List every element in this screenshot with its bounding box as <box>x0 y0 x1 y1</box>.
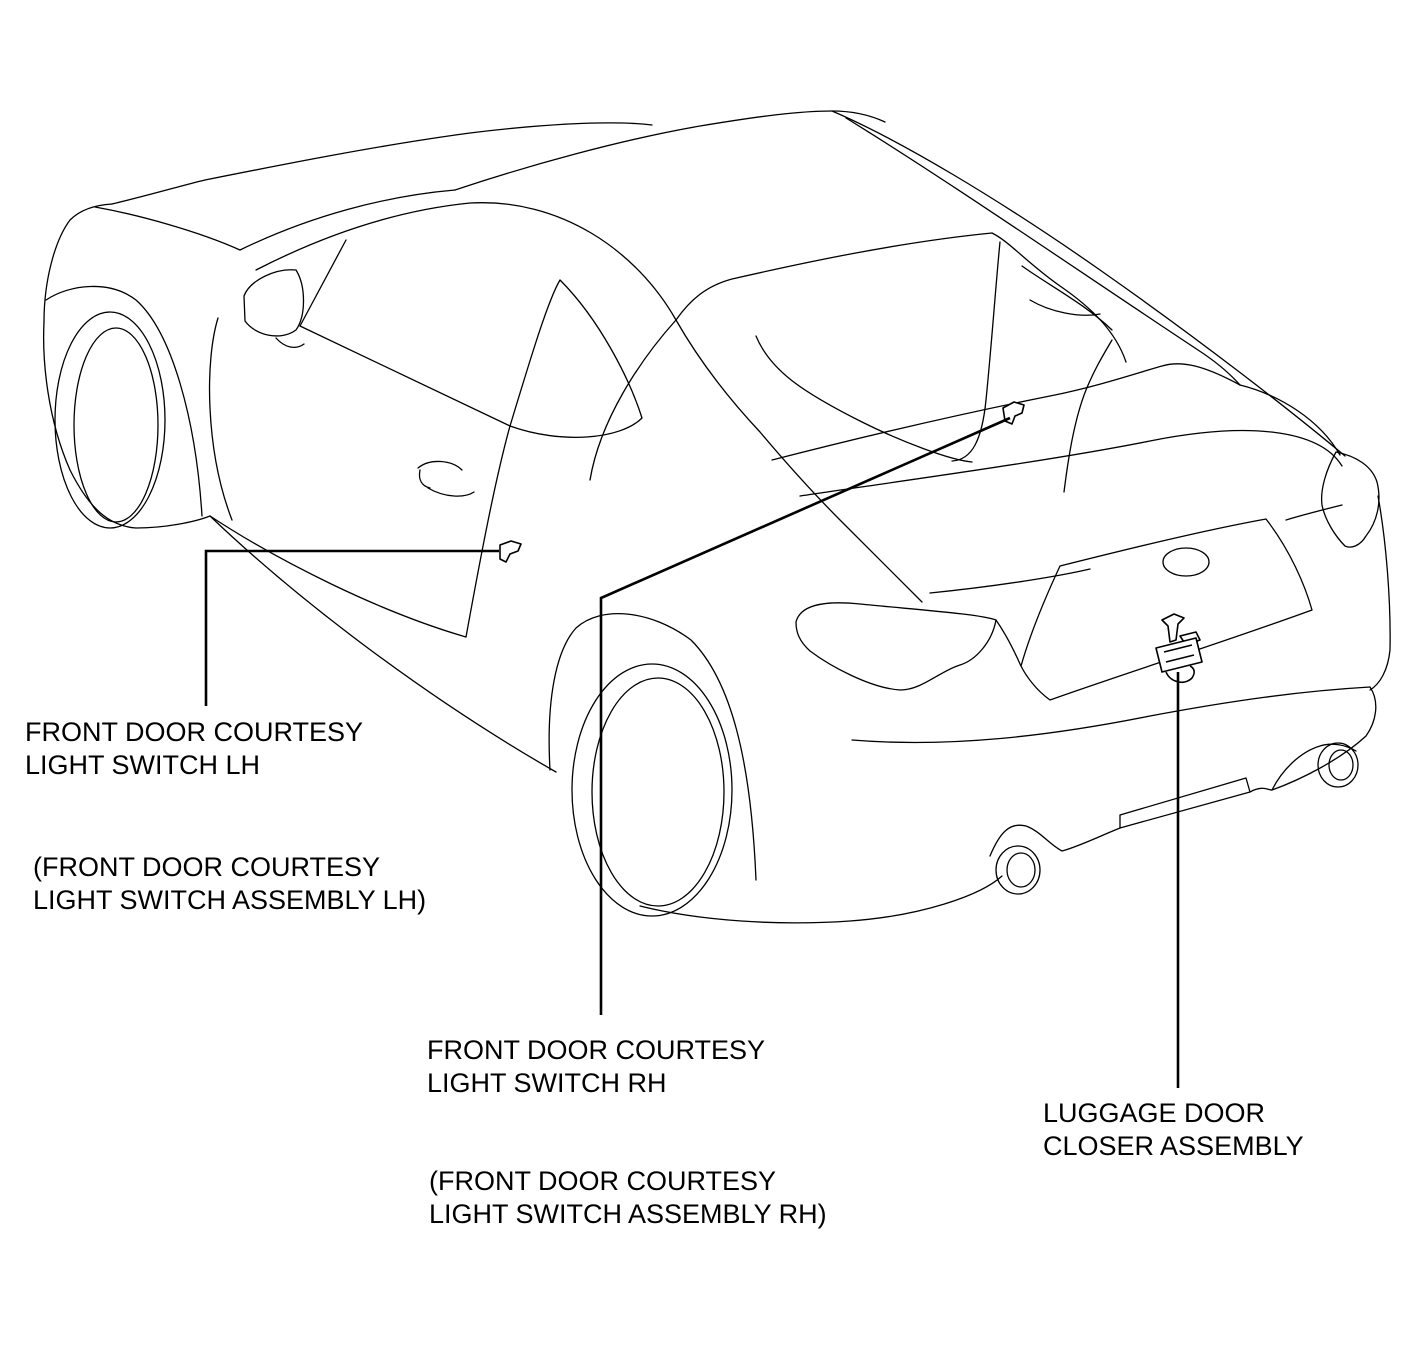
roof-side-line <box>255 202 677 321</box>
quarter-lower-crease <box>589 319 677 481</box>
door-front-edge <box>208 317 233 521</box>
courtesy-switch-lh-part <box>499 540 522 563</box>
quarter-side-pillar <box>1063 339 1113 493</box>
rear-side-body <box>1369 495 1391 691</box>
rear-bumper-corner <box>1271 686 1377 791</box>
label-lh-assembly-line1: (FRONT DOOR COURTESY <box>33 852 380 882</box>
rear-window-trim <box>1021 265 1113 331</box>
label-rh-assembly-line2: LIGHT SWITCH ASSEMBLY RH) <box>429 1199 827 1229</box>
quarter-crease <box>675 319 923 603</box>
rear-deck-line <box>771 363 1241 461</box>
rear-lower-body <box>639 875 1003 924</box>
front-wheel-arch <box>45 285 203 517</box>
closer-detail <box>1163 644 1195 663</box>
door-bottom-edge <box>209 515 467 638</box>
exhaust-right-outer <box>1317 742 1359 788</box>
roof-front-line <box>454 110 886 191</box>
front-lower-body <box>43 321 211 529</box>
rear-window-inner <box>951 241 1001 462</box>
rear-emblem <box>1162 547 1210 577</box>
rear-panel-right <box>1285 504 1343 521</box>
front-fender-contour <box>43 203 113 323</box>
exhaust-left-inner <box>1006 852 1036 888</box>
front-tire <box>54 311 166 529</box>
rear-diffuser <box>1119 777 1251 829</box>
leader-line-lh-switch <box>204 549 499 706</box>
courtesy-switch-lh-body <box>499 540 522 563</box>
exhaust-left-outer <box>995 845 1041 895</box>
windshield-base <box>239 189 456 251</box>
spoiler-line <box>1239 384 1341 456</box>
closer-body <box>1155 637 1203 673</box>
rear-roof-edge <box>831 110 1346 457</box>
label-lh-assembly-line2: LIGHT SWITCH ASSEMBLY LH) <box>33 885 426 915</box>
label-lh-switch-line2: LIGHT SWITCH LH <box>25 750 260 780</box>
panel-lower-crease <box>995 619 1022 667</box>
rear-wheel-arch <box>548 612 757 881</box>
label-rh-switch: FRONT DOOR COURTESY LIGHT SWITCH RH <box>427 1035 765 1098</box>
side-window-top <box>299 239 347 327</box>
fender-crease <box>94 206 241 251</box>
rear-bumper-line <box>851 686 1371 744</box>
rear-rim <box>591 677 725 907</box>
rear-window-top <box>675 232 993 321</box>
label-lh-switch-line1: FRONT DOOR COURTESY <box>25 717 363 747</box>
label-rh-assembly-line1: (FRONT DOOR COURTESY <box>429 1166 776 1196</box>
vehicle-outline <box>43 110 1391 924</box>
side-mirror <box>243 269 305 337</box>
mirror-stem <box>275 337 305 349</box>
door-rear-edge <box>465 425 511 638</box>
quarter-window <box>509 279 643 438</box>
rear-panel-upper <box>929 568 1091 594</box>
closer-hook <box>1161 613 1185 643</box>
leader-line-rh-switch <box>599 416 1011 1015</box>
closer-bottom-curl <box>1165 665 1195 684</box>
hood-top-line <box>111 122 653 205</box>
label-luggage-closer-line2: CLOSER ASSEMBLY <box>1043 1131 1304 1161</box>
front-rim <box>73 327 159 523</box>
side-window-bottom <box>299 325 511 427</box>
rear-window-right <box>991 232 1127 363</box>
left-taillight <box>795 602 997 691</box>
exhaust-right-inner <box>1328 749 1354 781</box>
label-rh-assembly: (FRONT DOOR COURTESY LIGHT SWITCH ASSEMB… <box>429 1166 827 1229</box>
c-pillar-inner <box>845 117 1241 386</box>
door-handle <box>417 460 475 497</box>
luggage-closer-part <box>1155 613 1203 684</box>
trunk-edge <box>799 429 1343 497</box>
label-luggage-closer-line1: LUGGAGE DOOR <box>1043 1098 1265 1128</box>
label-lh-switch: FRONT DOOR COURTESY LIGHT SWITCH LH <box>25 717 363 780</box>
rear-window-line <box>755 335 973 463</box>
rear-tire <box>571 663 733 917</box>
label-lh-assembly: (FRONT DOOR COURTESY LIGHT SWITCH ASSEMB… <box>33 852 426 915</box>
underside-left <box>989 824 1121 857</box>
right-taillight <box>1320 451 1380 548</box>
label-rh-switch-line2: LIGHT SWITCH RH <box>427 1068 667 1098</box>
underside-right <box>1249 743 1357 793</box>
label-luggage-closer: LUGGAGE DOOR CLOSER ASSEMBLY <box>1043 1098 1304 1161</box>
label-rh-switch-line1: FRONT DOOR COURTESY <box>427 1035 765 1065</box>
